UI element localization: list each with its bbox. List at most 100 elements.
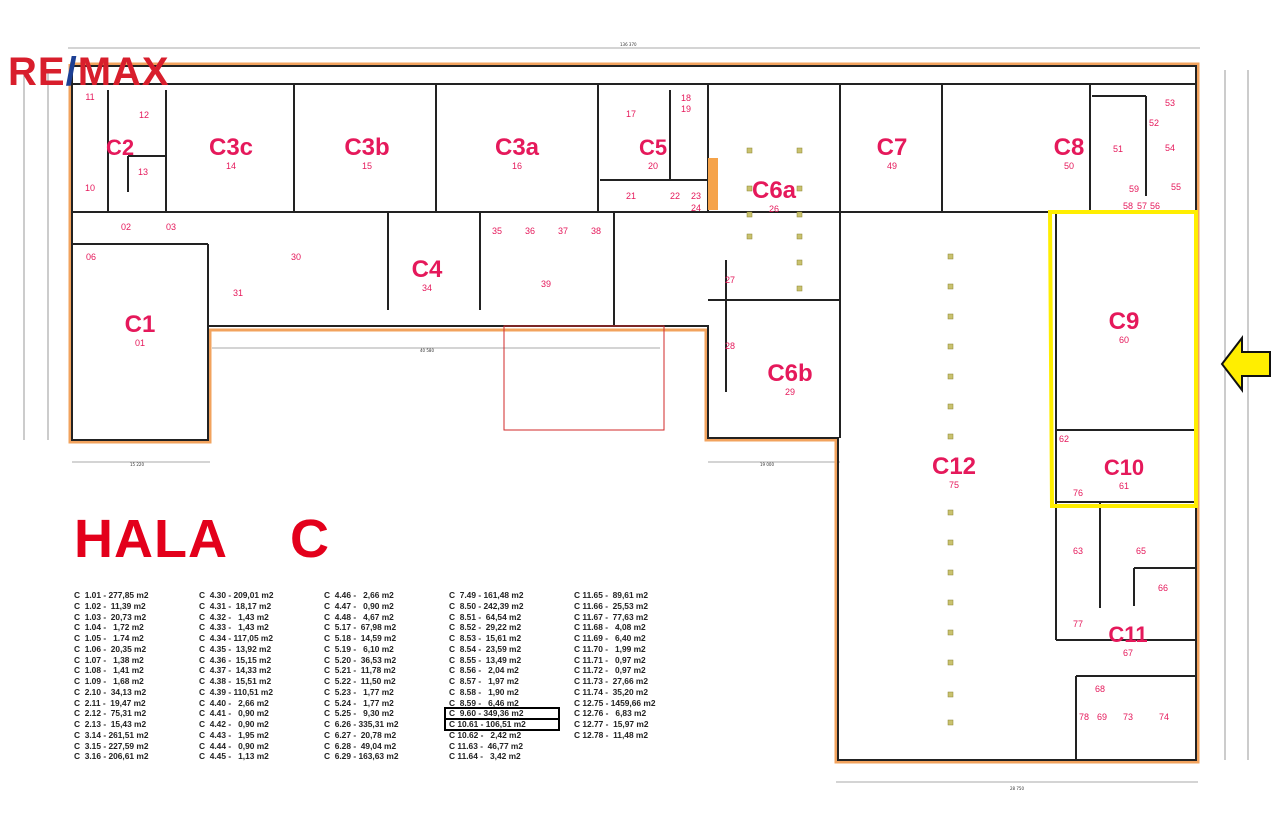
zone-label-c1: C1 bbox=[125, 311, 156, 338]
room-number: 02 bbox=[121, 222, 131, 232]
outer-wall-band bbox=[68, 62, 1200, 764]
area-table-row: C 5.25 - 9,30 m2 bbox=[324, 708, 394, 719]
room-number: 27 bbox=[725, 275, 735, 285]
area-table-row: C 5.23 - 1,77 m2 bbox=[324, 686, 394, 697]
room-number: 38 bbox=[591, 226, 601, 236]
zone-room-number: 34 bbox=[422, 283, 432, 293]
area-table-row: C 3.14 - 261,51 m2 bbox=[74, 729, 149, 740]
area-table-row: C 12.77 - 15,97 m2 bbox=[574, 719, 649, 729]
room-number: 78 bbox=[1079, 712, 1089, 722]
room-number: 28 bbox=[725, 341, 735, 351]
zone-room-number: 67 bbox=[1123, 648, 1133, 658]
area-table-row: C 8.57 - 1,97 m2 bbox=[449, 676, 519, 686]
area-table-row: C 10.61 - 106,51 m2 bbox=[444, 718, 560, 731]
room-number: 35 bbox=[492, 226, 502, 236]
area-table-row: C 4.40 - 2,66 m2 bbox=[199, 697, 269, 708]
svg-text:15 220: 15 220 bbox=[130, 462, 144, 467]
area-table-row: C 5.24 - 1,77 m2 bbox=[324, 697, 394, 708]
area-table-row: C 2.12 - 75,31 m2 bbox=[74, 708, 147, 719]
area-table-row: C 4.42 - 0,90 m2 bbox=[199, 719, 269, 729]
area-table-row: C 11.66 - 25,53 m2 bbox=[574, 600, 649, 611]
area-table-row: C 4.39 - 110,51 m2 bbox=[199, 686, 274, 697]
area-table-row: C 4.38 - 15,51 m2 bbox=[199, 676, 272, 686]
area-table-row: C 4.47 - 0,90 m2 bbox=[324, 600, 394, 611]
zone-label-c6b: C6b bbox=[767, 360, 812, 387]
area-table-row: C 7.49 - 161,48 m2 bbox=[449, 590, 524, 600]
area-table-row: C 4.36 - 15,15 m2 bbox=[199, 654, 272, 665]
area-table-row: C 4.46 - 2,66 m2 bbox=[324, 590, 394, 600]
zone-room-number: 50 bbox=[1064, 161, 1074, 171]
room-number: 03 bbox=[166, 222, 176, 232]
room-number: 62 bbox=[1059, 434, 1069, 444]
area-table-row bbox=[574, 751, 699, 762]
area-table-row: C 8.52 - 29,22 m2 bbox=[449, 622, 522, 633]
area-table-row: C 4.37 - 14,33 m2 bbox=[199, 665, 272, 676]
structural-columns bbox=[746, 147, 954, 726]
room-number: 37 bbox=[558, 226, 568, 236]
room-number: 22 bbox=[670, 191, 680, 201]
area-table-row: C 11.73 - 27,66 m2 bbox=[574, 676, 649, 686]
zone-label-c12: C12 bbox=[932, 453, 976, 480]
room-number: 51 bbox=[1113, 144, 1123, 154]
area-table-row: C 8.58 - 1,90 m2 bbox=[449, 686, 519, 697]
room-number: 66 bbox=[1158, 583, 1168, 593]
room-number: 56 bbox=[1150, 201, 1160, 211]
area-table-row: C 11.68 - 4,08 m2 bbox=[574, 622, 646, 633]
room-number: 77 bbox=[1073, 619, 1083, 629]
area-table-row: C 8.54 - 23,59 m2 bbox=[449, 643, 522, 654]
room-number: 12 bbox=[139, 110, 149, 120]
zone-label-c2: C2 bbox=[106, 135, 134, 160]
room-number: 68 bbox=[1095, 684, 1105, 694]
area-table-row: C 4.48 - 4,67 m2 bbox=[324, 611, 394, 622]
svg-text:19 000: 19 000 bbox=[760, 462, 774, 467]
hall-title: HALA C bbox=[74, 509, 330, 569]
zone-label-c6a: C6a bbox=[752, 177, 797, 204]
room-number: 69 bbox=[1097, 712, 1107, 722]
room-number: 54 bbox=[1165, 143, 1175, 153]
room-number: 23 bbox=[691, 191, 701, 201]
annex-outline bbox=[503, 325, 665, 431]
room-number: 24 bbox=[691, 203, 701, 213]
area-table-row: C 12.78 - 11,48 m2 bbox=[574, 729, 649, 740]
area-table-row: C 12.76 - 6,83 m2 bbox=[574, 708, 647, 719]
room-number: 13 bbox=[138, 167, 148, 177]
svg-text:40 580: 40 580 bbox=[420, 348, 434, 353]
area-table-row: C 4.30 - 209,01 m2 bbox=[199, 590, 274, 600]
area-table-row: C 4.33 - 1,43 m2 bbox=[199, 622, 269, 633]
zone-room-number: 14 bbox=[226, 161, 236, 171]
area-table-row: C 11.70 - 1,99 m2 bbox=[574, 643, 646, 654]
area-table-row: C 4.31 - 18,17 m2 bbox=[199, 600, 272, 611]
room-number: 21 bbox=[626, 191, 636, 201]
room-number: 59 bbox=[1129, 184, 1139, 194]
area-table-row: C 4.44 - 0,90 m2 bbox=[199, 740, 269, 751]
area-table-row: C 11.69 - 6,40 m2 bbox=[574, 633, 646, 643]
zone-label-c5: C5 bbox=[639, 135, 667, 160]
room-number: 76 bbox=[1073, 488, 1083, 498]
room-number: 74 bbox=[1159, 712, 1169, 722]
zone-room-number: 26 bbox=[769, 204, 779, 214]
zone-room-number: 49 bbox=[887, 161, 897, 171]
area-table-row: C 8.53 - 15,61 m2 bbox=[449, 633, 522, 643]
area-table-row: C 5.22 - 11,50 m2 bbox=[324, 676, 396, 686]
area-table-row: C 5.19 - 6,10 m2 bbox=[324, 643, 394, 654]
zone-room-number: 29 bbox=[785, 387, 795, 397]
zone-label-c10: C10 bbox=[1104, 455, 1144, 480]
area-table-row: C 8.51 - 64,54 m2 bbox=[449, 611, 522, 622]
area-table-row: C 8.50 - 242,39 m2 bbox=[449, 600, 524, 611]
area-table-row: C 4.32 - 1,43 m2 bbox=[199, 611, 269, 622]
room-number: 53 bbox=[1165, 98, 1175, 108]
dimension-lines bbox=[23, 47, 1249, 783]
area-table-row: C 9.60 - 349,36 m2 bbox=[444, 707, 560, 720]
area-table-row: C 3.16 - 206,61 m2 bbox=[74, 751, 149, 762]
area-table-row: C 1.08 - 1,41 m2 bbox=[74, 665, 144, 676]
area-table-row: C 1.01 - 277,85 m2 bbox=[74, 590, 149, 600]
svg-text:28 750: 28 750 bbox=[1010, 786, 1024, 791]
area-table-row: C 6.28 - 49,04 m2 bbox=[324, 740, 397, 751]
